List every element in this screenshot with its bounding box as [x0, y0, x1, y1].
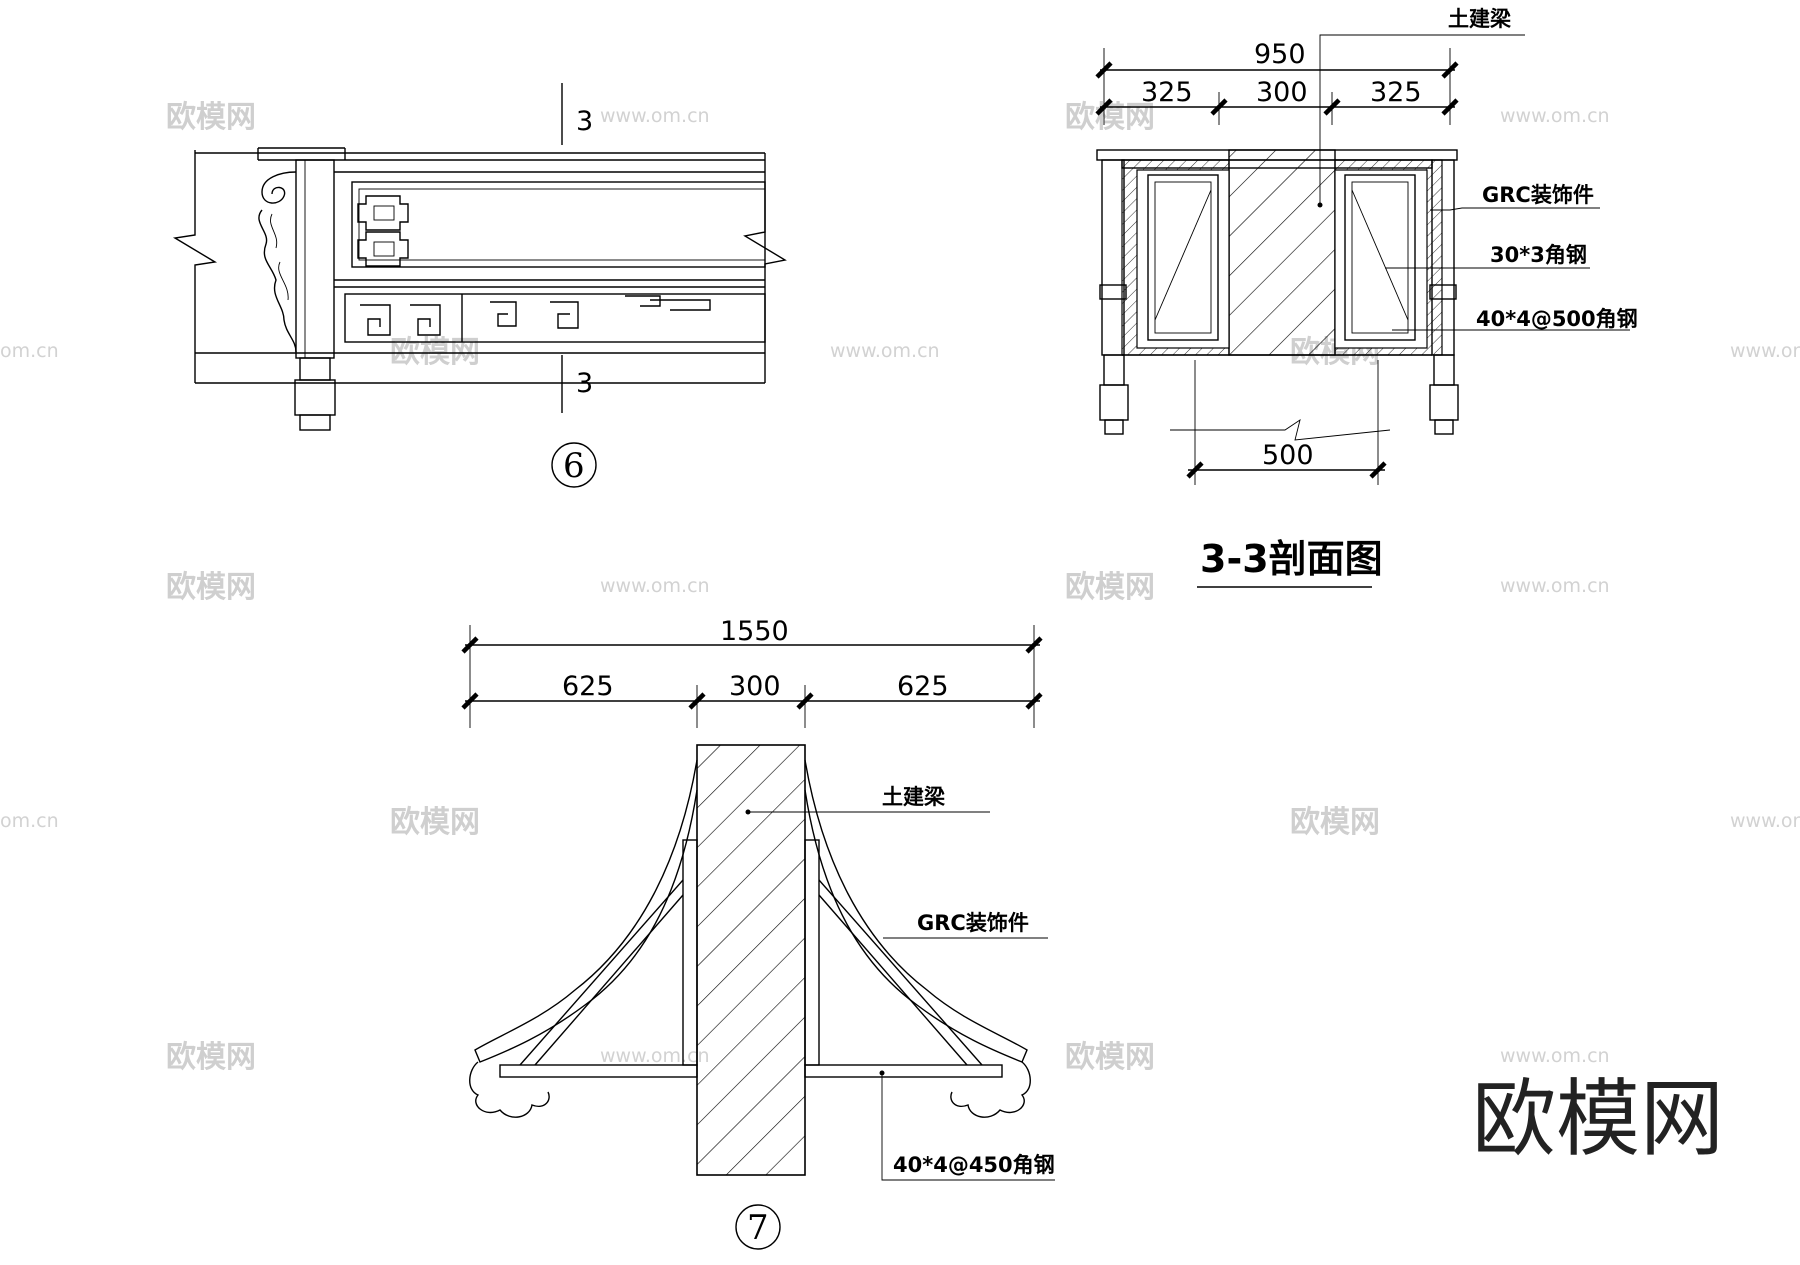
watermark-url: om.cn	[0, 810, 59, 832]
watermark-brand: 欧模网	[1065, 570, 1155, 605]
leader-angle	[881, 1073, 1055, 1181]
leader-beam	[1319, 34, 1525, 205]
lower-lattice	[344, 293, 766, 343]
detail-number: 6	[563, 446, 585, 486]
note-beam: 土建梁	[1448, 7, 1512, 31]
detail-number-circle	[551, 442, 597, 488]
steel-frame-right	[1344, 174, 1416, 341]
dim-bottom: 500	[1262, 440, 1314, 471]
grc-shell-left	[474, 759, 698, 1063]
detail-6-elevation: 3 3 6	[172, 83, 787, 488]
leader-grc	[1430, 207, 1600, 211]
watermark-url: www.om.cn	[600, 105, 710, 127]
section-mark-top: 3	[576, 106, 593, 137]
grc-shell-right	[804, 759, 1028, 1063]
watermark-url: www.om.cn	[1730, 810, 1800, 832]
watermark-logo: 欧模网	[1472, 1070, 1724, 1168]
steel-plate-left	[682, 839, 698, 1066]
watermark-brand: 欧模网	[390, 805, 480, 840]
dim-mid: 300	[729, 671, 781, 702]
watermark-brand: 欧模网	[166, 100, 256, 135]
dim-left: 325	[1141, 77, 1193, 108]
dim-mid: 300	[1256, 77, 1308, 108]
watermark-brand: 欧模网	[1290, 805, 1380, 840]
detail-7: 1550 625 300 625 土建梁 GRC装饰件 40*4@450角钢	[461, 616, 1055, 1250]
watermark-url: www.om.cn	[1500, 575, 1610, 597]
section-3-3: 950 325 300 325	[1095, 7, 1638, 588]
section-mark-bottom: 3	[576, 368, 593, 399]
watermark-url: www.om.cn	[1730, 340, 1800, 362]
watermark-brand: 欧模网	[166, 1040, 256, 1075]
watermark-brand: 欧模网	[166, 570, 256, 605]
steel-plate-right	[804, 839, 820, 1066]
angle-steel-right	[804, 1064, 1003, 1078]
watermark-url: om.cn	[0, 340, 59, 362]
ornament-bracket	[258, 171, 297, 353]
note-grc: GRC装饰件	[917, 911, 1029, 935]
detail-number: 7	[747, 1208, 769, 1248]
detail-number-circle	[735, 1204, 781, 1250]
note-angle: 40*4@450角钢	[893, 1153, 1055, 1177]
watermark-brand: 欧模网	[1065, 1040, 1155, 1075]
angle-steel-left	[499, 1064, 698, 1078]
watermark-url: www.om.cn	[830, 340, 940, 362]
note-angle2: 40*4@500角钢	[1476, 307, 1638, 331]
note-grc: GRC装饰件	[1482, 183, 1594, 207]
post	[295, 159, 335, 359]
dim-right: 325	[1370, 77, 1422, 108]
section-title: 3-3剖面图	[1200, 537, 1383, 581]
watermark-url: www.om.cn	[600, 1045, 710, 1067]
dim-total: 1550	[720, 616, 789, 647]
steel-frame-left	[1147, 174, 1219, 341]
watermark-url: www.om.cn	[600, 575, 710, 597]
ornament-left	[469, 1061, 550, 1118]
ornament-right	[950, 1061, 1031, 1118]
dim-right: 625	[897, 671, 949, 702]
watermark-url: www.om.cn	[1500, 105, 1610, 127]
fret-ornament	[357, 195, 409, 267]
watermark-url: www.om.cn	[1500, 1045, 1610, 1067]
concrete-beam	[1228, 149, 1336, 356]
dim-left: 625	[562, 671, 614, 702]
concrete-beam	[696, 744, 806, 1176]
break-line-right	[743, 153, 787, 383]
break-line-left	[172, 150, 218, 383]
watermark-brand: 欧模网	[1065, 100, 1155, 135]
note-angle1: 30*3角钢	[1490, 243, 1587, 267]
dim-total: 950	[1254, 39, 1306, 70]
upper-panel	[351, 181, 766, 268]
note-beam: 土建梁	[882, 785, 946, 809]
